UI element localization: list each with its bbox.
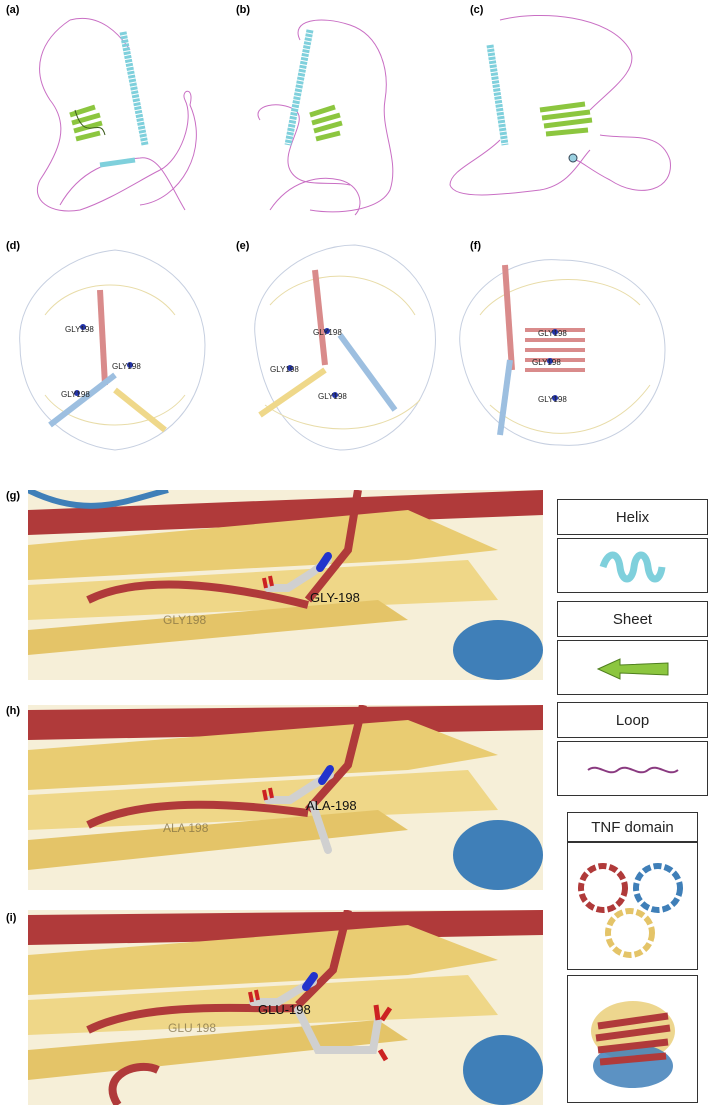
panel-d-structure: GLY198 GLY198 GLY198 bbox=[19, 249, 206, 451]
panel-label-a: (a) bbox=[6, 4, 20, 16]
legend-loop-title: Loop bbox=[557, 702, 708, 738]
gly198-label: GLY198 bbox=[313, 328, 342, 337]
panel-i-closeup: GLU-198 GLU 198 bbox=[28, 910, 543, 1105]
tnf-domain-top-view bbox=[567, 842, 698, 970]
panel-a-structure bbox=[37, 17, 197, 212]
panel-c-structure bbox=[449, 14, 671, 196]
gly198-label: GLY198 bbox=[65, 325, 94, 334]
legend-tnf-label: TNF domain bbox=[591, 818, 674, 836]
legend-helix-title: Helix bbox=[557, 499, 708, 535]
sheet-arrow-icon bbox=[596, 658, 669, 680]
legend-helix-label: Helix bbox=[615, 508, 650, 526]
legend-sheet-title: Sheet bbox=[557, 601, 708, 637]
panel-label-i: (i) bbox=[6, 912, 17, 924]
panel-h-closeup: ALA-198 ALA 198 bbox=[28, 705, 543, 890]
residue-label: GLY-198 bbox=[310, 590, 360, 605]
loop-icon bbox=[587, 766, 679, 774]
panel-g-closeup: GLY-198 GLY198 bbox=[28, 490, 543, 680]
gly198-label: GLY198 bbox=[61, 390, 90, 399]
legend-tnf-title: TNF domain bbox=[567, 812, 698, 842]
gly198-label: GLY198 bbox=[538, 395, 567, 404]
tnf-domain-side-view bbox=[567, 975, 698, 1103]
legend-loop-label: Loop bbox=[615, 711, 650, 729]
gly198-label: GLY198 bbox=[112, 362, 141, 371]
helix-icon bbox=[599, 551, 666, 583]
panel-label-f: (f) bbox=[470, 240, 481, 252]
residue-label: ALA-198 bbox=[306, 798, 357, 813]
panel-label-g: (g) bbox=[6, 490, 21, 502]
panel-label-d: (d) bbox=[6, 240, 21, 252]
gly198-label: GLY198 bbox=[538, 329, 567, 338]
panel-label-c: (c) bbox=[470, 4, 484, 16]
panel-label-h: (h) bbox=[6, 705, 21, 717]
panel-label-e: (e) bbox=[236, 240, 250, 252]
tnf-trimer-top-icon bbox=[578, 863, 683, 958]
legend-helix-swatch bbox=[557, 538, 708, 593]
panel-b-structure bbox=[257, 19, 394, 216]
legend-sheet-label: Sheet bbox=[612, 610, 653, 628]
residue-label-faded: ALA 198 bbox=[163, 821, 209, 835]
gly198-label: GLY198 bbox=[318, 392, 347, 401]
gly198-label: GLY198 bbox=[532, 358, 561, 367]
panel-f-structure: GLY198 GLY198 GLY198 bbox=[459, 259, 666, 446]
panel-label-b: (b) bbox=[236, 4, 251, 16]
tnf-trimer-side-icon bbox=[591, 1001, 675, 1088]
residue-label-faded: GLY198 bbox=[163, 613, 206, 627]
gly198-label: GLY198 bbox=[270, 365, 299, 374]
legend-loop-swatch bbox=[557, 741, 708, 796]
panel-e-structure: GLY198 GLY198 GLY198 bbox=[254, 244, 436, 451]
residue-label: GLU-198 bbox=[258, 1002, 311, 1017]
legend-sheet-swatch bbox=[557, 640, 708, 695]
residue-label-faded: GLU 198 bbox=[168, 1021, 216, 1035]
